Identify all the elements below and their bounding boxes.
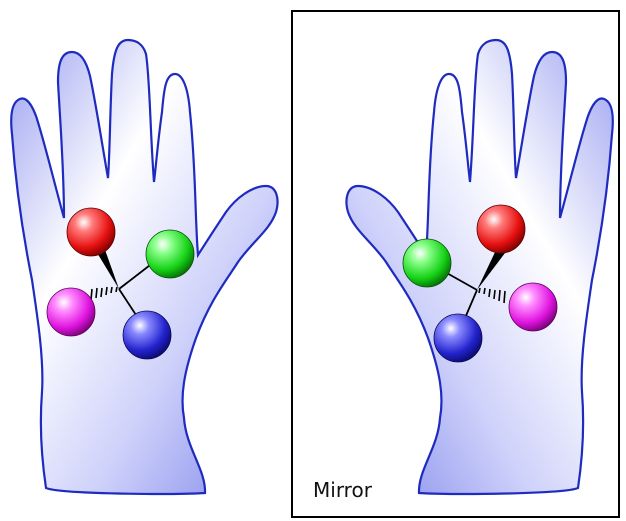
left-atom-blue	[123, 311, 171, 359]
mirror-label: Mirror	[313, 478, 373, 502]
left-atom-magenta	[47, 288, 95, 336]
left-atom-red	[67, 208, 115, 256]
right-atom-magenta	[509, 283, 557, 331]
right-glove	[346, 40, 612, 494]
right-atom-green	[403, 239, 451, 287]
right-atom-blue	[434, 314, 482, 362]
right-glove-shape	[346, 40, 612, 494]
right-atom-red	[477, 205, 525, 253]
left-atom-green	[146, 230, 194, 278]
left-glove-shape	[11, 40, 277, 494]
left-glove	[11, 40, 277, 494]
